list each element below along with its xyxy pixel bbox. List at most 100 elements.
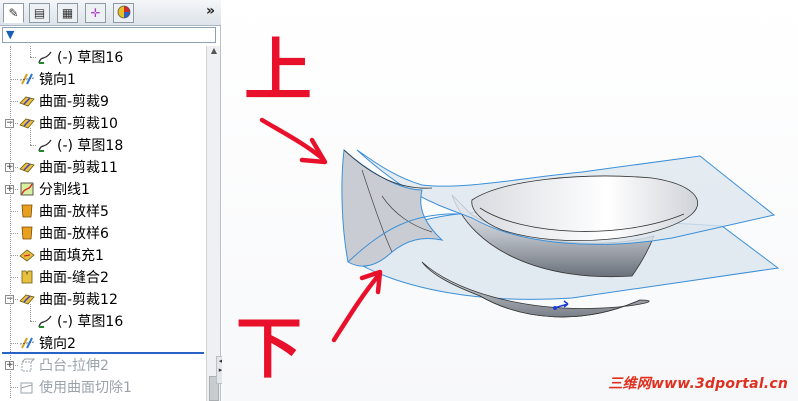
trim-surface-icon xyxy=(18,92,36,110)
split-line-icon xyxy=(18,180,36,198)
trim-surface-icon xyxy=(18,114,36,132)
tree-item-label: 使用曲面切除1 xyxy=(39,380,132,396)
tree-branch-line xyxy=(30,304,31,321)
tree-item[interactable]: 曲面-剪裁11 xyxy=(18,156,118,178)
tree-item-label: 镜向1 xyxy=(39,72,76,88)
tree-item[interactable]: 镜向2 xyxy=(18,332,76,354)
expand-toggle-icon[interactable]: + xyxy=(5,184,14,194)
tree-item[interactable]: 分割线1 xyxy=(18,178,90,200)
tree-item-label: 曲面-剪裁10 xyxy=(39,116,118,132)
flange-fold-line xyxy=(343,149,433,189)
selection-point-icon xyxy=(553,306,557,310)
tree-filter-input[interactable]: ▼ xyxy=(2,27,216,43)
model-view xyxy=(259,117,780,343)
tree-item[interactable]: 镜向1 xyxy=(18,68,76,90)
tree-connector xyxy=(30,145,36,146)
tree-connector xyxy=(10,343,18,344)
tree-scrollbar[interactable]: ▲ xyxy=(206,46,220,401)
dimxpert-manager-tab[interactable]: ✛ xyxy=(85,3,106,23)
rollback-bar[interactable] xyxy=(2,352,204,354)
tree-branch-line xyxy=(30,46,31,57)
bowl-lower-wall xyxy=(421,261,650,318)
sketch-icon xyxy=(36,312,54,330)
tree-item[interactable]: 凸台-拉伸2 xyxy=(18,354,109,376)
tree-item-label: 凸台-拉伸2 xyxy=(39,358,109,374)
tree-item[interactable]: 使用曲面切除1 xyxy=(18,376,132,398)
trim-surface-icon xyxy=(18,290,36,308)
more-tabs-chevron-icon[interactable]: » xyxy=(205,3,215,19)
loft-surface-icon xyxy=(18,224,36,242)
annotation-bottom-label: 下 xyxy=(236,310,302,387)
loft-surface-icon xyxy=(18,202,36,220)
feature-tree: (-) 草图16 镜向1 曲面-剪裁9 曲面-剪裁10 − (-) 草图18 曲面-剪裁11… xyxy=(0,46,206,401)
boss-extrude-icon xyxy=(18,356,36,374)
tree-item-label: 分割线1 xyxy=(39,182,90,198)
tree-connector xyxy=(10,123,18,124)
display-manager-tab-icon xyxy=(117,5,131,22)
tree-item[interactable]: 曲面-缝合2 xyxy=(18,266,109,288)
mirror-icon xyxy=(18,70,36,88)
collapse-toggle-icon[interactable]: − xyxy=(5,294,14,304)
tree-item-label: (-) 草图16 xyxy=(57,50,124,66)
tree-connector xyxy=(10,299,18,300)
tree-item[interactable]: 曲面填充1 xyxy=(18,244,104,266)
tree-item[interactable]: 曲面-剪裁12 xyxy=(18,288,118,310)
surface-cut-icon xyxy=(18,378,36,396)
tree-item[interactable]: 曲面-剪裁9 xyxy=(18,90,109,112)
tree-connector xyxy=(10,277,18,278)
tree-item[interactable]: (-) 草图18 xyxy=(36,134,123,156)
annotation-top-label: 上 xyxy=(244,32,313,111)
site-watermark: 三维网www.3dportal.cn xyxy=(608,376,788,392)
flange-crease-line-2 xyxy=(381,195,433,233)
tree-item-label: 曲面-剪裁11 xyxy=(39,160,118,176)
tree-item[interactable]: (-) 草图16 xyxy=(36,310,123,332)
filter-icon: ▼ xyxy=(6,28,15,41)
configuration-manager-tab[interactable]: ▦ xyxy=(57,3,78,23)
tree-item-label: 曲面-剪裁12 xyxy=(39,292,118,308)
expand-toggle-icon[interactable]: + xyxy=(5,360,14,370)
tree-item[interactable]: 曲面-放样6 xyxy=(18,222,109,244)
tree-connector xyxy=(10,387,18,388)
tree-item-label: 曲面-放样5 xyxy=(39,204,109,220)
scroll-up-arrow-icon[interactable]: ▲ xyxy=(210,46,218,55)
tree-trunk-line xyxy=(10,46,11,398)
property-manager-tab-icon: ▤ xyxy=(33,6,46,20)
tree-connector xyxy=(10,101,18,102)
tree-connector xyxy=(30,321,36,322)
display-manager-tab[interactable] xyxy=(113,3,134,23)
tree-item-label: 曲面填充1 xyxy=(39,248,104,264)
configuration-manager-tab-icon: ▦ xyxy=(61,6,74,20)
tree-branch-line xyxy=(30,128,31,145)
tree-connector xyxy=(10,211,18,212)
tree-item[interactable]: 曲面-放样5 xyxy=(18,200,109,222)
tree-item-label: 曲面-放样6 xyxy=(39,226,109,242)
sketch-icon xyxy=(36,136,54,154)
graphics-area[interactable]: 上 下 三维网www.3dportal.cn xyxy=(222,0,798,401)
property-manager-tab[interactable]: ▤ xyxy=(29,3,50,23)
flange-crease-line xyxy=(361,169,393,253)
bowl-inner-surface xyxy=(471,175,698,241)
tree-item[interactable]: 曲面-剪裁10 xyxy=(18,112,118,134)
expand-toggle-icon[interactable]: + xyxy=(5,162,14,172)
fill-surface-icon xyxy=(18,246,36,264)
tree-item-label: 曲面-缝合2 xyxy=(39,270,109,286)
tree-connector xyxy=(10,79,18,80)
tree-connector xyxy=(10,233,18,234)
tree-item-label: 镜向2 xyxy=(39,336,76,352)
tree-item-label: (-) 草图18 xyxy=(57,138,124,154)
tree-connector xyxy=(10,365,18,366)
knit-surface-icon xyxy=(18,268,36,286)
tree-connector xyxy=(10,189,18,190)
flange-wave-edge xyxy=(347,213,463,263)
tree-connector xyxy=(30,57,36,58)
sketch-icon xyxy=(36,48,54,66)
feature-manager-tab-icon: ✎ xyxy=(8,6,19,20)
feature-manager-tab[interactable]: ✎ xyxy=(3,3,24,23)
trim-surface-icon xyxy=(18,158,36,176)
tree-connector xyxy=(10,255,18,256)
tree-item[interactable]: (-) 草图16 xyxy=(36,46,123,68)
collapse-toggle-icon[interactable]: − xyxy=(5,118,14,128)
tree-connector xyxy=(10,167,18,168)
tree-item-label: (-) 草图16 xyxy=(57,314,124,330)
